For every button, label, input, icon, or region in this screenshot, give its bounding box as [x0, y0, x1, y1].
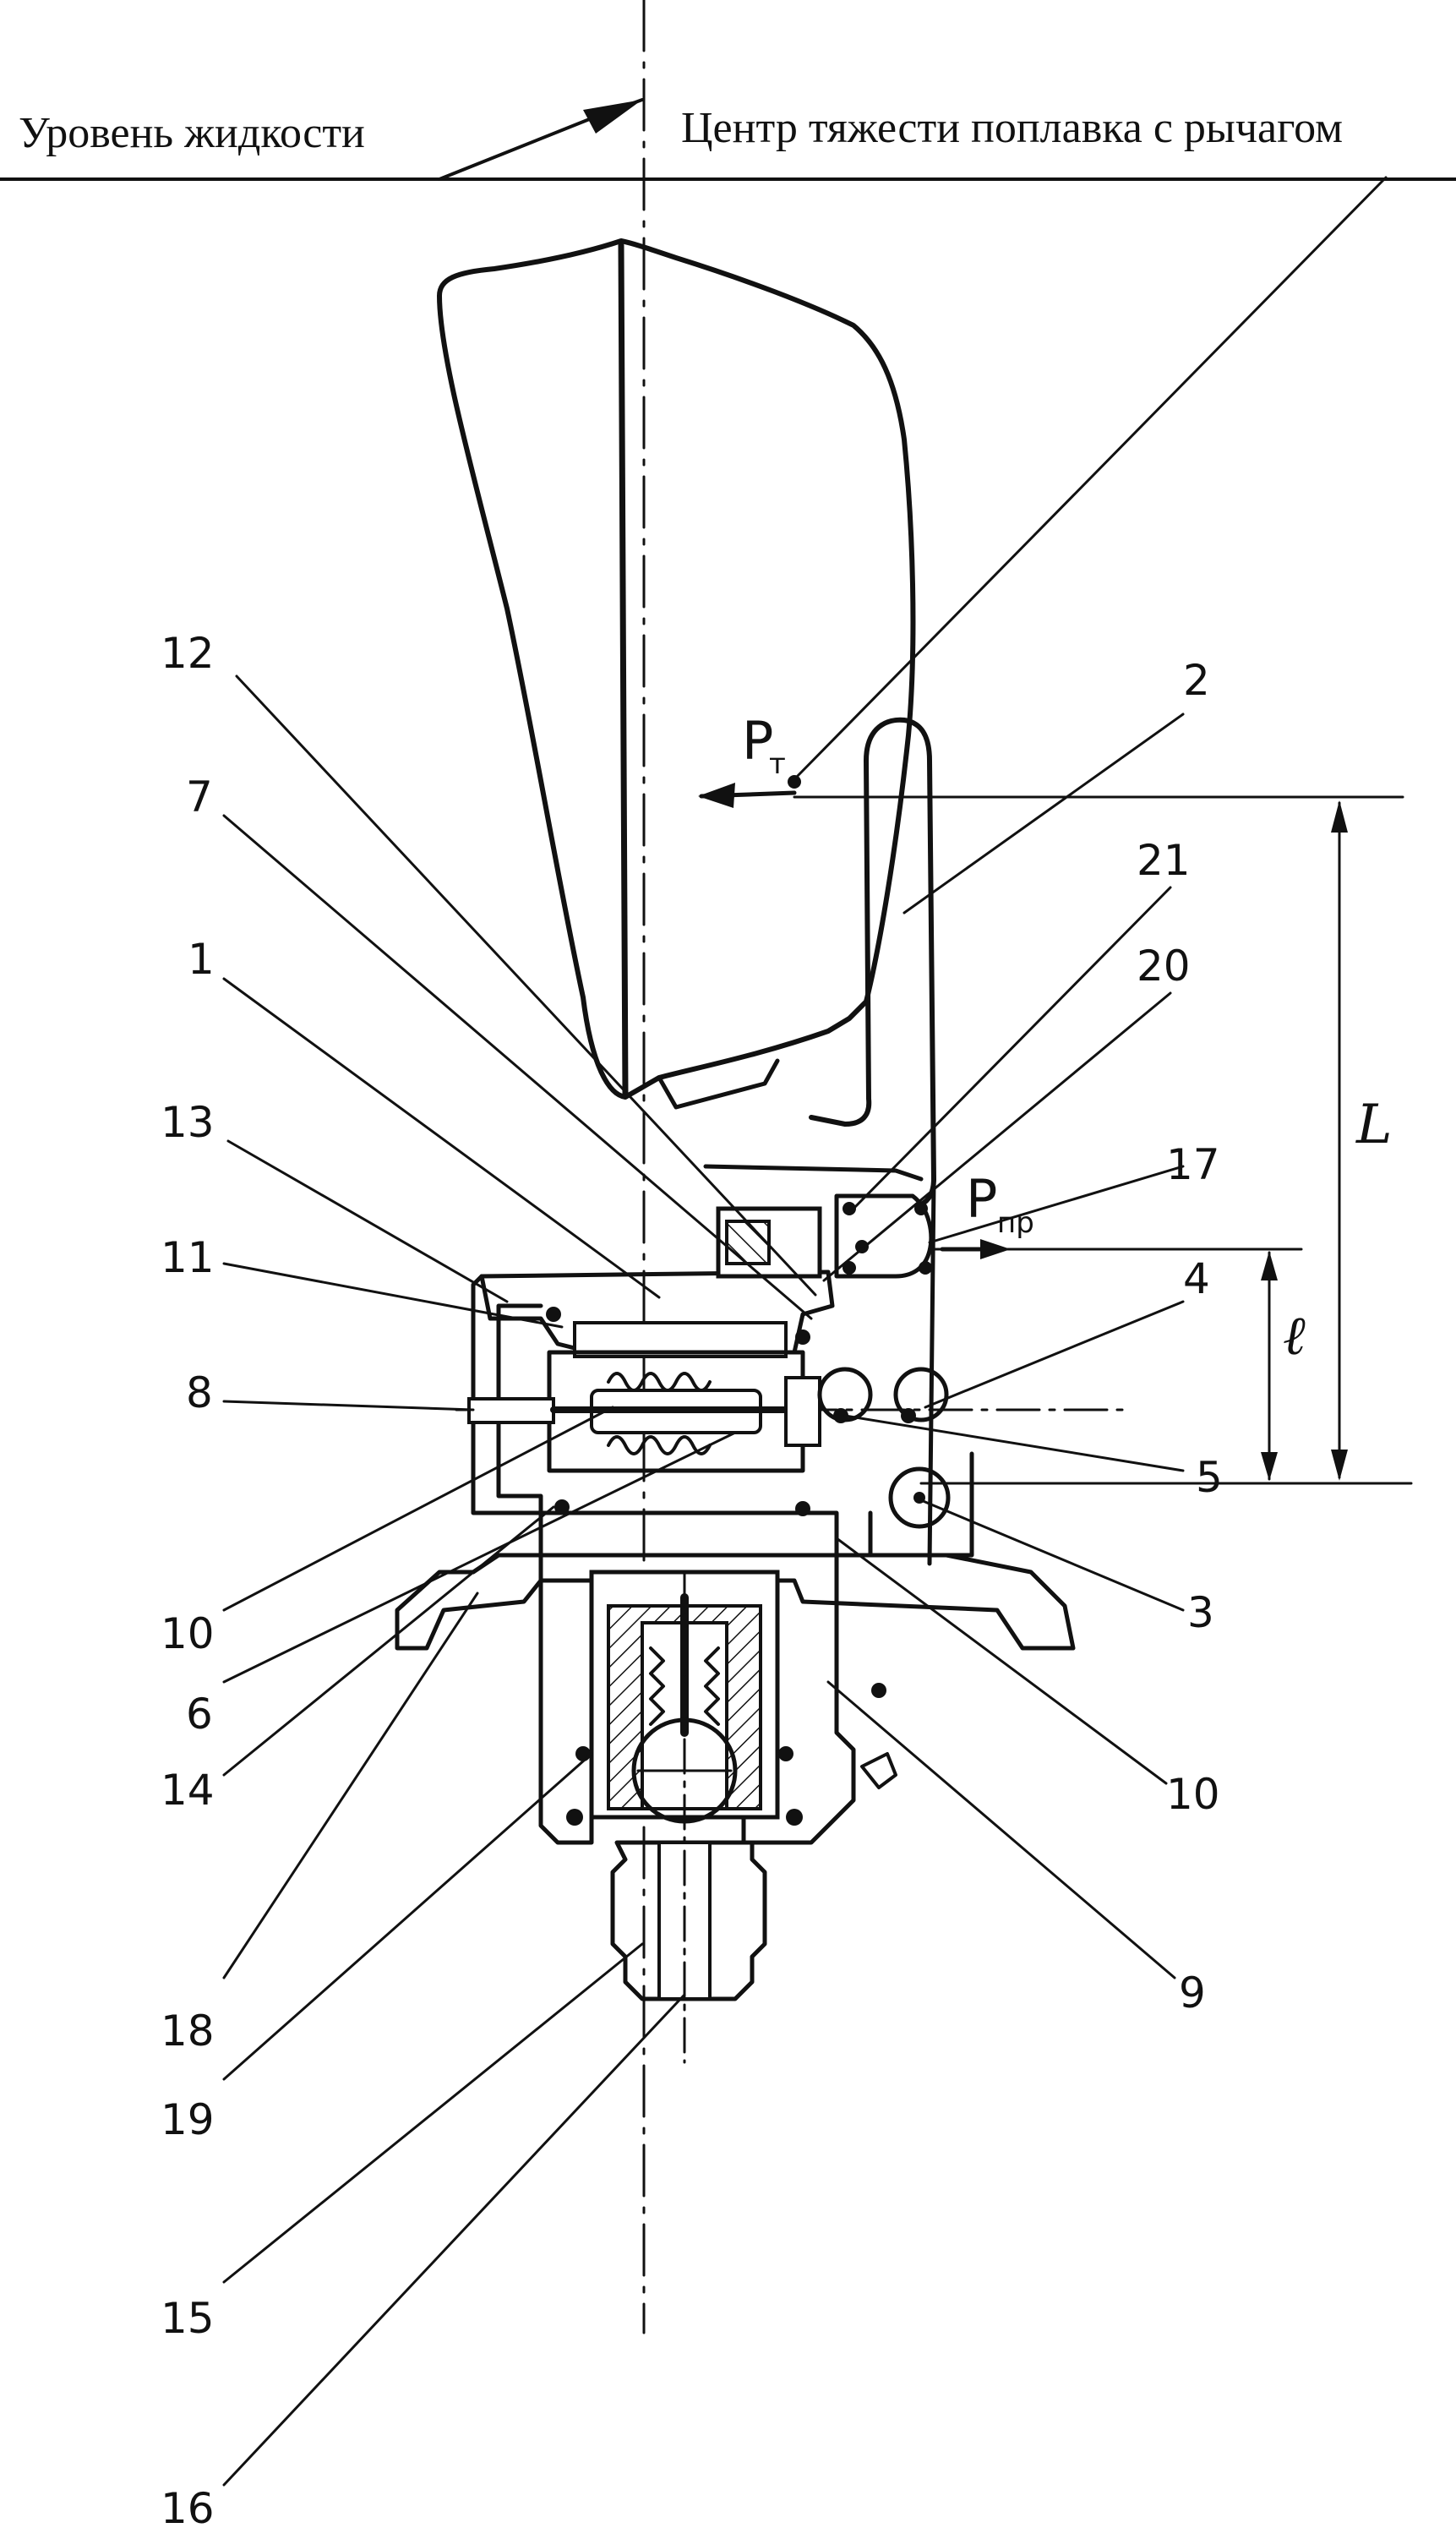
callout-15: 15	[161, 2294, 215, 2343]
float-seam	[621, 245, 625, 1095]
callout-10-right: 10	[1166, 1770, 1220, 1819]
float-lower-rim	[659, 1061, 777, 1107]
leader-18	[224, 1593, 477, 1978]
leader-14	[224, 1507, 553, 1775]
spring-force-arrowhead	[980, 1239, 1011, 1259]
callout-2: 2	[1183, 656, 1210, 705]
dimension-L-arrow-top	[1331, 800, 1348, 833]
callout-4: 4	[1183, 1254, 1210, 1303]
seal-ring-1	[546, 1307, 561, 1322]
leader-13	[228, 1141, 507, 1302]
callout-18: 18	[161, 2007, 215, 2056]
callout-3: 3	[1187, 1588, 1214, 1637]
leader-11	[224, 1264, 562, 1327]
weight-force-subscript: т	[769, 747, 786, 781]
seal-ring-4	[795, 1501, 810, 1516]
leader-21	[853, 887, 1170, 1209]
callout-20: 20	[1137, 942, 1191, 991]
side-bolt-left	[566, 1809, 583, 1826]
check-valve-ball-5	[919, 1261, 932, 1275]
pin-right	[901, 1408, 916, 1423]
adjusting-screw	[469, 1399, 553, 1422]
dimension-L-label: L	[1355, 1094, 1393, 1156]
callout-6: 6	[186, 1690, 213, 1739]
dimension-l-label: ℓ	[1283, 1305, 1306, 1368]
leader-16	[224, 1995, 684, 2485]
center-of-gravity-point	[788, 775, 801, 789]
dimension-l-arrow-top	[1261, 1251, 1278, 1280]
seal-ring-3	[554, 1499, 570, 1515]
side-lug	[862, 1754, 896, 1788]
weight-force-arrowhead	[698, 783, 735, 808]
spring-force-label: P	[966, 1168, 997, 1230]
bellows-spring-upper	[608, 1373, 710, 1390]
callout-10-left: 10	[161, 1609, 215, 1658]
callout-19: 19	[161, 2095, 215, 2144]
callout-7: 7	[186, 773, 213, 822]
callout-8: 8	[186, 1368, 213, 1417]
leader-8	[224, 1401, 473, 1410]
seal-ring-6	[778, 1746, 793, 1761]
liquid-level-arrowhead	[583, 100, 642, 134]
spring-force-subscript: пр	[997, 1206, 1034, 1240]
callout-16: 16	[161, 2484, 215, 2528]
callout-17: 17	[1166, 1140, 1220, 1189]
leader-9	[828, 1682, 1175, 1978]
dimension-L-arrow-bottom	[1331, 1450, 1348, 1481]
leader-10-right	[837, 1538, 1166, 1783]
seal-ring-5	[575, 1746, 591, 1761]
seal-ring-2	[795, 1330, 810, 1345]
callout-12: 12	[161, 629, 215, 678]
callout-11: 11	[161, 1233, 215, 1282]
side-bolt-mid	[871, 1683, 886, 1698]
leader-5	[845, 1416, 1183, 1471]
callout-5: 5	[1196, 1453, 1223, 1502]
leader-4	[925, 1302, 1183, 1407]
callout-9: 9	[1179, 1968, 1206, 2017]
center-of-gravity-leader	[794, 177, 1386, 779]
callout-14: 14	[161, 1766, 215, 1815]
leader-1	[224, 979, 659, 1297]
callout-21: 21	[1137, 836, 1191, 885]
leader-12	[237, 676, 815, 1295]
lock-nut	[786, 1378, 820, 1445]
leader-7	[224, 816, 811, 1319]
leader-15	[224, 1944, 642, 2282]
valve-seat-nut	[727, 1221, 769, 1264]
side-bolt-right	[786, 1809, 803, 1826]
callout-13: 13	[161, 1098, 215, 1147]
callout-1: 1	[188, 935, 215, 984]
dimension-l-arrow-bottom	[1261, 1452, 1278, 1481]
